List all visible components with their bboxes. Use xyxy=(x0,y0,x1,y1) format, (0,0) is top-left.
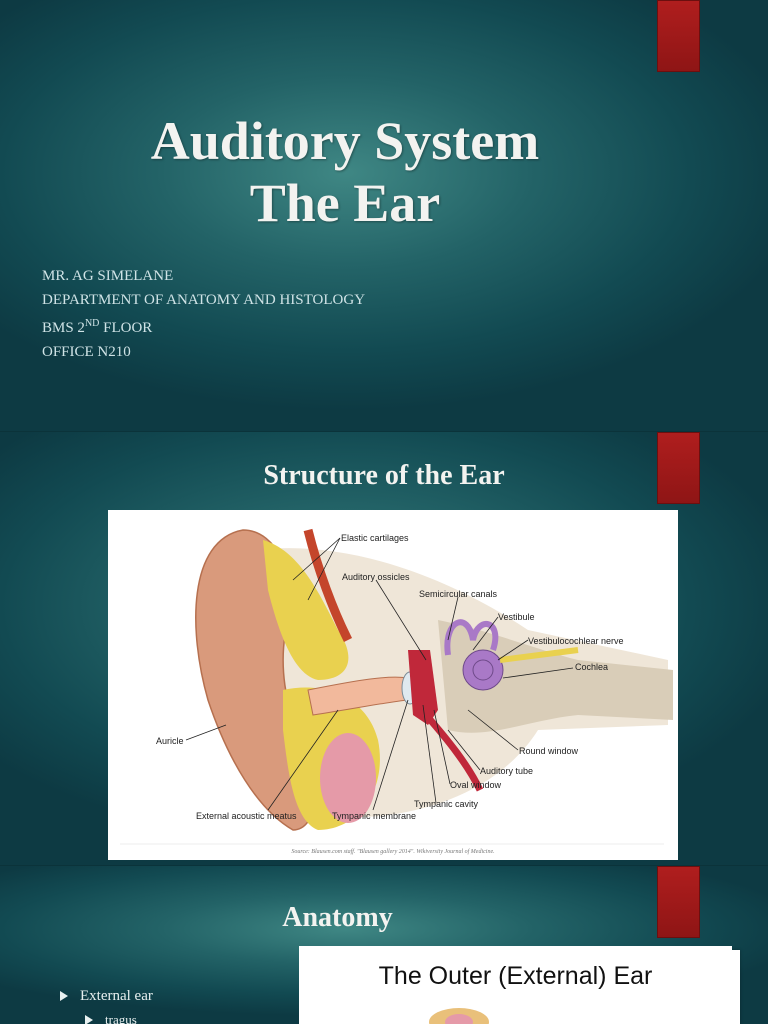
label-vestibule: Vestibule xyxy=(498,612,535,622)
label-elastic-cartilages: Elastic cartilages xyxy=(341,533,409,543)
bullet-tragus: tragus xyxy=(85,1008,153,1024)
bullet-list: External ear tragus xyxy=(60,984,153,1024)
presentation-title: Auditory System The Ear xyxy=(0,110,690,234)
ear-diagram: Elastic cartilages Auditory ossicles Sem… xyxy=(108,510,678,860)
bullet-external-ear: External ear xyxy=(60,984,153,1008)
accent-bar xyxy=(657,432,700,504)
cochlea-shape xyxy=(462,649,504,691)
slide-anatomy: Anatomy External ear tragus The Outer (E… xyxy=(0,866,768,1024)
location-sup: ND xyxy=(84,318,100,329)
location-suffix: FLOOR xyxy=(99,320,153,336)
title-line-1: Auditory System xyxy=(150,111,540,171)
ear-illustration: Elastic cartilages Auditory ossicles Sem… xyxy=(120,528,673,855)
label-round-window: Round window xyxy=(519,746,579,756)
presenter-info: MR. AG SIMELANE DEPARTMENT OF ANATOMY AN… xyxy=(42,264,365,364)
location: BMS 2ND FLOOR xyxy=(42,312,365,340)
label-tympanic-membrane: Tympanic membrane xyxy=(332,811,416,821)
nerve-shape xyxy=(499,647,579,663)
outer-ear-card-title: The Outer (External) Ear xyxy=(378,962,653,990)
office: OFFICE N210 xyxy=(42,344,131,360)
source-caption: Source: Blausen.com staff. "Blausen gall… xyxy=(291,848,494,855)
cochlea-spiral xyxy=(472,659,494,681)
label-cochlea: Cochlea xyxy=(575,662,608,672)
cartilage-upper xyxy=(263,540,349,680)
gland xyxy=(320,733,376,823)
vessel xyxy=(303,528,353,643)
label-external-acoustic-meatus: External acoustic meatus xyxy=(196,811,297,821)
label-auditory-ossicles: Auditory ossicles xyxy=(342,572,410,582)
label-semicircular-canals: Semicircular canals xyxy=(419,589,498,599)
department: DEPARTMENT OF ANATOMY AND HISTOLOGY xyxy=(42,292,366,308)
auditory-tube-shape xyxy=(423,712,484,792)
location-prefix: BMS 2 xyxy=(42,320,85,336)
slide-title: Auditory System The Ear MR. AG SIMELANE … xyxy=(0,0,768,432)
presenter-name: MR. AG SIMELANE xyxy=(42,268,174,284)
label-oval-window: Oval window xyxy=(450,780,502,790)
label-auricle: Auricle xyxy=(156,736,184,746)
label-auditory-tube: Auditory tube xyxy=(480,766,533,776)
label-tympanic-cavity: Tympanic cavity xyxy=(414,799,479,809)
temporal-bone xyxy=(438,620,673,733)
label-vestibulocochlear-nerve: Vestibulocochlear nerve xyxy=(528,636,624,646)
leader-lines xyxy=(185,537,574,811)
slide-title-structure: Structure of the Ear xyxy=(263,460,505,491)
accent-bar xyxy=(657,866,700,938)
slide-structure: Structure of the Ear xyxy=(0,432,768,866)
card-image-fragment xyxy=(429,1008,489,1024)
title-line-2: The Ear xyxy=(249,173,441,233)
outer-ear-card: The Outer (External) Ear xyxy=(299,946,732,1024)
tympanic-cavity-shape xyxy=(408,650,438,725)
slide-title-anatomy: Anatomy xyxy=(282,902,393,933)
accent-bar xyxy=(657,0,700,72)
